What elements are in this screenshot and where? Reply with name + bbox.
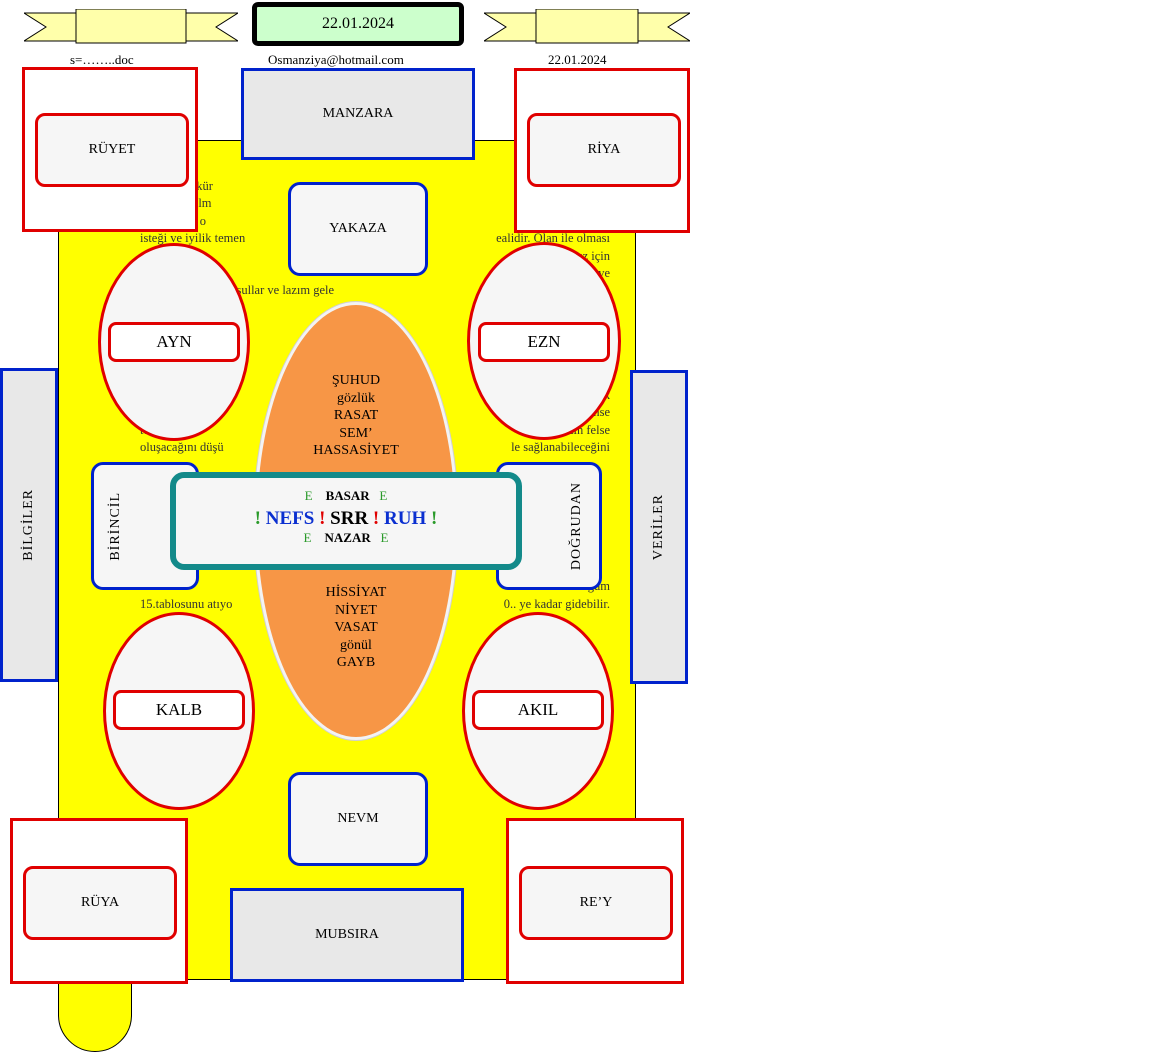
background-text-line: ealidir. Olan ile olması [496, 231, 610, 246]
e-mark: E [379, 488, 388, 503]
e-mark: E [303, 530, 312, 545]
bilgiler-box: BİLGİLER [0, 368, 58, 682]
ribbon-left [24, 9, 238, 45]
e-mark: E [304, 488, 313, 503]
riya-label: RİYA [587, 142, 621, 157]
mubsira-box: MUBSIRA [230, 888, 464, 982]
right-caption: 22.01.2024 [548, 52, 607, 67]
bilgiler-label: BİLGİLER [21, 489, 36, 561]
ezn-label: EZN [527, 332, 561, 351]
orange-upper-text: ŞUHUD gözlük RASAT SEM’ HASSASİYET [284, 372, 428, 460]
orange-lower-line: gönül [340, 637, 372, 653]
ruyet-label: RÜYET [88, 142, 136, 157]
ruyet-frame: RÜYET [22, 67, 198, 232]
orange-lower-line: GAYB [336, 655, 376, 670]
center-box: E BASAR E ! NEFS ! SRR ! RUH ! E NAZAR E [170, 472, 522, 570]
ayn-label-box: AYN [108, 322, 240, 362]
bang-red: ! [372, 508, 380, 529]
srr-word: SRR [330, 508, 369, 529]
orange-upper-line: HASSASİYET [313, 443, 399, 458]
basar-word: BASAR [325, 488, 370, 503]
ruya-box: RÜYA [23, 866, 177, 940]
kalb-label: KALB [155, 700, 203, 719]
center-bottom-row: E NAZAR E [176, 530, 516, 546]
left-caption: s=……..doc [70, 52, 134, 67]
ruh-word: RUH [384, 508, 427, 529]
mubsira-label: MUBSIRA [315, 927, 379, 942]
veriler-box: VERİLER [630, 370, 688, 684]
rey-frame: RE’Y [506, 818, 684, 984]
nazar-word: NAZAR [324, 530, 371, 545]
center-main-row: ! NEFS ! SRR ! RUH ! [176, 508, 516, 530]
orange-upper-line: SEM’ [339, 425, 373, 441]
bang-green: ! [430, 508, 438, 529]
ruya-frame: RÜYA [10, 818, 188, 984]
ayn-label: AYN [156, 332, 192, 351]
riya-box: RİYA [527, 113, 681, 187]
bang-green: ! [254, 508, 261, 529]
date-text: 22.01.2024 [322, 15, 394, 32]
background-text-line: isteği ve iyilik temen [140, 231, 246, 246]
rey-label: RE’Y [579, 895, 613, 910]
ruyet-box: RÜYET [35, 113, 189, 187]
date-box: 22.01.2024 [252, 2, 464, 46]
ruya-label: RÜYA [80, 895, 120, 910]
manzara-box: MANZARA [241, 68, 475, 160]
orange-lower-text: HİSSİYAT NİYET VASAT gönül GAYB [284, 584, 428, 672]
orange-lower-line: HİSSİYAT [325, 585, 387, 600]
background-text-line: le sağlanabileceğini [511, 440, 610, 455]
center-top-row: E BASAR E [176, 488, 516, 504]
dogrudan-label: DOĞRUDAN [569, 481, 584, 571]
email-caption: Osmanziya@hotmail.com [268, 52, 404, 67]
nevm-box: NEVM [288, 772, 428, 866]
orange-upper-line: RASAT [333, 408, 379, 423]
kalb-label-box: KALB [113, 690, 245, 730]
orange-lower-line: NİYET [335, 602, 377, 618]
nevm-label: NEVM [337, 811, 379, 826]
yakaza-box: YAKAZA [288, 182, 428, 276]
ezn-label-box: EZN [478, 322, 610, 362]
veriler-label: VERİLER [651, 493, 666, 561]
manzara-label: MANZARA [322, 106, 394, 121]
ribbon-right [484, 9, 690, 45]
background-text-line: 0.. ye kadar gidebilir. [503, 596, 610, 611]
riya-frame: RİYA [514, 68, 690, 233]
orange-upper-line: gözlük [336, 390, 376, 406]
nefs-word: NEFS [265, 508, 315, 529]
background-text-line: oluşacağını düşü [140, 440, 224, 455]
rey-box: RE’Y [519, 866, 673, 940]
background-text-line: 15.tablosunu atıyo [140, 596, 233, 611]
orange-lower-line: VASAT [334, 620, 378, 635]
birincil-label: BİRİNCİL [108, 491, 123, 561]
akil-label: AKIL [517, 700, 559, 719]
bang-red: ! [319, 508, 326, 529]
e-mark: E [380, 530, 389, 545]
akil-label-box: AKIL [472, 690, 604, 730]
orange-upper-line: ŞUHUD [331, 373, 381, 388]
yakaza-label: YAKAZA [329, 221, 387, 236]
